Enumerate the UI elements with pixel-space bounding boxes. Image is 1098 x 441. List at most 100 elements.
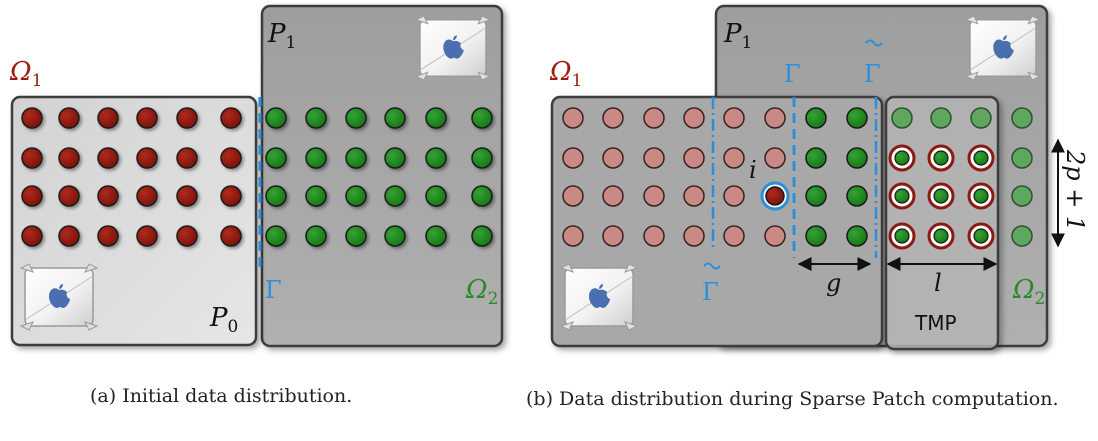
panel-a: Ω1 P1 P0 Γ Ω2 (9, 4, 504, 348)
computer-icon (20, 263, 98, 331)
omega1-point (21, 147, 43, 169)
omega2-point (305, 185, 327, 207)
omega1-point (683, 225, 705, 247)
omega2-point (305, 225, 327, 247)
omega2-point (846, 147, 868, 169)
omega2-point (805, 225, 827, 247)
omega2-point (265, 185, 287, 207)
omega1-point (58, 225, 80, 247)
omega1-point (58, 185, 80, 207)
omega1-point (683, 147, 705, 169)
l-label: l (934, 269, 942, 297)
omega1-point (602, 107, 624, 129)
tmp-point (973, 150, 989, 166)
omega2-point (345, 147, 367, 169)
svg-text:Γ: Γ (702, 278, 719, 306)
omega2-point (846, 107, 868, 129)
omega1-point (21, 107, 43, 129)
omega2-label: Ω2 (1012, 275, 1045, 309)
tmp-point (973, 228, 989, 244)
omega2-point (805, 107, 827, 129)
computer-icon (560, 263, 638, 331)
omega1-label: Ω1 (549, 57, 582, 91)
omega2-point (970, 107, 992, 129)
gamma-label: Γ (265, 276, 282, 304)
omega1-point (176, 107, 198, 129)
panel-b: Ω1 P1 Γ Γ Γ i g l TMP Ω2 2p + 1 (549, 4, 1089, 351)
omega1-point (602, 225, 624, 247)
omega2-point (425, 107, 447, 129)
omega1-point (136, 185, 158, 207)
omega2-point (471, 225, 493, 247)
omega1-point (220, 147, 242, 169)
height-label: 2p + 1 (1061, 149, 1089, 231)
omega1-point (176, 225, 198, 247)
tmp-point (933, 228, 949, 244)
computer-icon (965, 15, 1041, 81)
omega2-point (265, 147, 287, 169)
omega1-point (21, 185, 43, 207)
omega1-point (220, 185, 242, 207)
tmp-point (973, 188, 989, 204)
omega1-point (562, 185, 584, 207)
omega2-point (930, 107, 952, 129)
omega2-point (384, 147, 406, 169)
omega1-point (643, 147, 665, 169)
omega1-point (643, 107, 665, 129)
omega1-point (764, 147, 786, 169)
omega1-point (136, 107, 158, 129)
p1-label: P1 (267, 19, 296, 53)
omega1-point (97, 225, 119, 247)
omega2-point (345, 107, 367, 129)
gamma-tilde-label-top: Γ (864, 39, 883, 88)
tmp-point (894, 188, 910, 204)
omega2-point (425, 225, 447, 247)
omega1-point (136, 147, 158, 169)
omega2-point (471, 147, 493, 169)
omega1-point (723, 185, 745, 207)
omega1-point (562, 225, 584, 247)
computer-icon (415, 15, 491, 81)
omega2-point (846, 185, 868, 207)
omega1-point (562, 107, 584, 129)
omega2-point (384, 107, 406, 129)
omega2-label: Ω2 (465, 275, 498, 309)
omega1-point (602, 147, 624, 169)
omega1-point (683, 107, 705, 129)
omega1-point (97, 147, 119, 169)
omega2-point (891, 107, 913, 129)
omega1-point (176, 147, 198, 169)
omega1-label: Ω1 (9, 57, 42, 91)
omega2-point (305, 107, 327, 129)
tmp-point (894, 150, 910, 166)
omega2-point (305, 147, 327, 169)
omega2-point (425, 147, 447, 169)
omega1-point (764, 225, 786, 247)
omega1-point (58, 147, 80, 169)
omega1-point (723, 225, 745, 247)
omega1-point (220, 225, 242, 247)
omega2-point (805, 185, 827, 207)
tmp-point (933, 188, 949, 204)
omega1-point (683, 185, 705, 207)
tmp-label: TMP (914, 311, 957, 335)
p0-box (550, 95, 884, 348)
omega2-point (425, 185, 447, 207)
omega2-point (1011, 107, 1033, 129)
omega2-point (384, 225, 406, 247)
grid-points-a (21, 107, 493, 247)
omega1-point (562, 147, 584, 169)
p0-label: P0 (209, 303, 238, 337)
omega2-point (471, 185, 493, 207)
omega1-point (97, 107, 119, 129)
svg-text:Γ: Γ (864, 60, 881, 88)
omega1-point (723, 147, 745, 169)
omega2-point (384, 185, 406, 207)
caption-b: (b) Data distribution during Sparse Patc… (526, 388, 1059, 410)
tmp-point (894, 228, 910, 244)
omega2-point (345, 185, 367, 207)
omega2-point (265, 225, 287, 247)
caption-a: (a) Initial data distribution. (90, 385, 353, 407)
omega1-point (602, 185, 624, 207)
